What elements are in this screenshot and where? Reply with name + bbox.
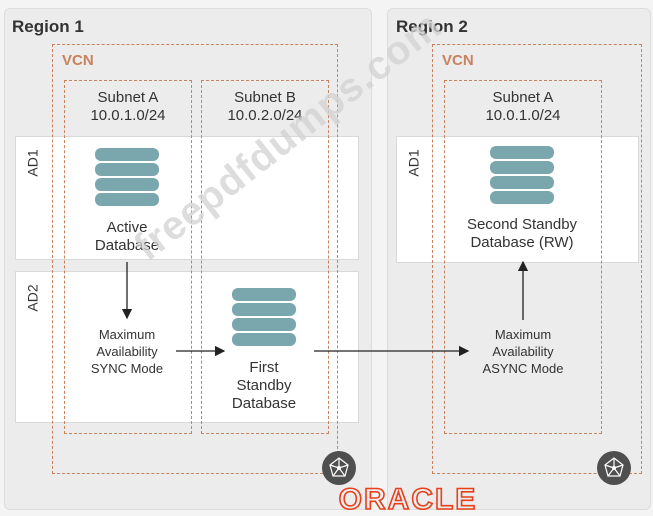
oracle-logo: ORACLE (338, 484, 478, 514)
region-2-subnet-a-name: Subnet A (492, 89, 554, 106)
async-mode-label: Maximum Availability ASYNC Mode (466, 326, 580, 377)
first-standby-database-icon (232, 288, 296, 346)
svg-text:ORACLE: ORACLE (339, 484, 478, 514)
region-2-subnet-a-cidr: 10.0.1.0/24 (485, 107, 561, 124)
region-1-ad1-band (15, 136, 359, 260)
first-standby-caption: First Standby Database (214, 359, 314, 413)
region-2-gateway-icon (597, 451, 631, 485)
region-2-subnet-a: Subnet A 10.0.1.0/24 (444, 80, 602, 434)
sync-mode-line-2: Availability (96, 344, 158, 359)
region-1-subnet-a-cidr: 10.0.1.0/24 (90, 107, 166, 124)
region-1-subnet-b-name: Subnet B (234, 89, 296, 106)
active-database-icon (95, 148, 159, 206)
region-1-ad2-band (15, 271, 359, 423)
region-1-subnet-a-name: Subnet A (97, 89, 159, 106)
active-database-caption: Active Database (78, 219, 176, 255)
first-standby-line-2: Standby (236, 377, 292, 394)
first-standby-line-3: Database (231, 395, 297, 412)
region-1-subnet-b: Subnet B 10.0.2.0/24 (201, 80, 329, 434)
region-1-vcn (52, 44, 338, 474)
active-database-line-1: Active (106, 219, 148, 236)
region-2-title: Region 2 (396, 17, 468, 36)
region-1-subnet-b-cidr: 10.0.2.0/24 (227, 107, 303, 124)
sync-mode-line-1: Maximum (98, 327, 156, 342)
second-standby-database-icon (490, 146, 554, 204)
region-1-subnet-a: Subnet A 10.0.1.0/24 (64, 80, 192, 434)
region-1-title: Region 1 (12, 17, 84, 36)
region-2-vcn-label: VCN (442, 52, 474, 69)
sync-mode-line-3: SYNC Mode (90, 361, 164, 376)
region-2-vcn (432, 44, 642, 474)
second-standby-line-1: Second Standby (466, 216, 578, 233)
second-standby-caption: Second Standby Database (RW) (446, 216, 598, 252)
active-database-line-2: Database (94, 237, 160, 254)
async-mode-line-3: ASYNC Mode (482, 361, 564, 376)
sync-mode-label: Maximum Availability SYNC Mode (72, 326, 182, 377)
second-standby-line-2: Database (RW) (470, 234, 574, 251)
first-standby-line-1: First (249, 359, 279, 376)
region-1-gateway-icon (322, 451, 356, 485)
async-mode-line-1: Maximum (494, 327, 552, 342)
async-mode-line-2: Availability (492, 344, 554, 359)
region-1-vcn-label: VCN (62, 52, 94, 69)
